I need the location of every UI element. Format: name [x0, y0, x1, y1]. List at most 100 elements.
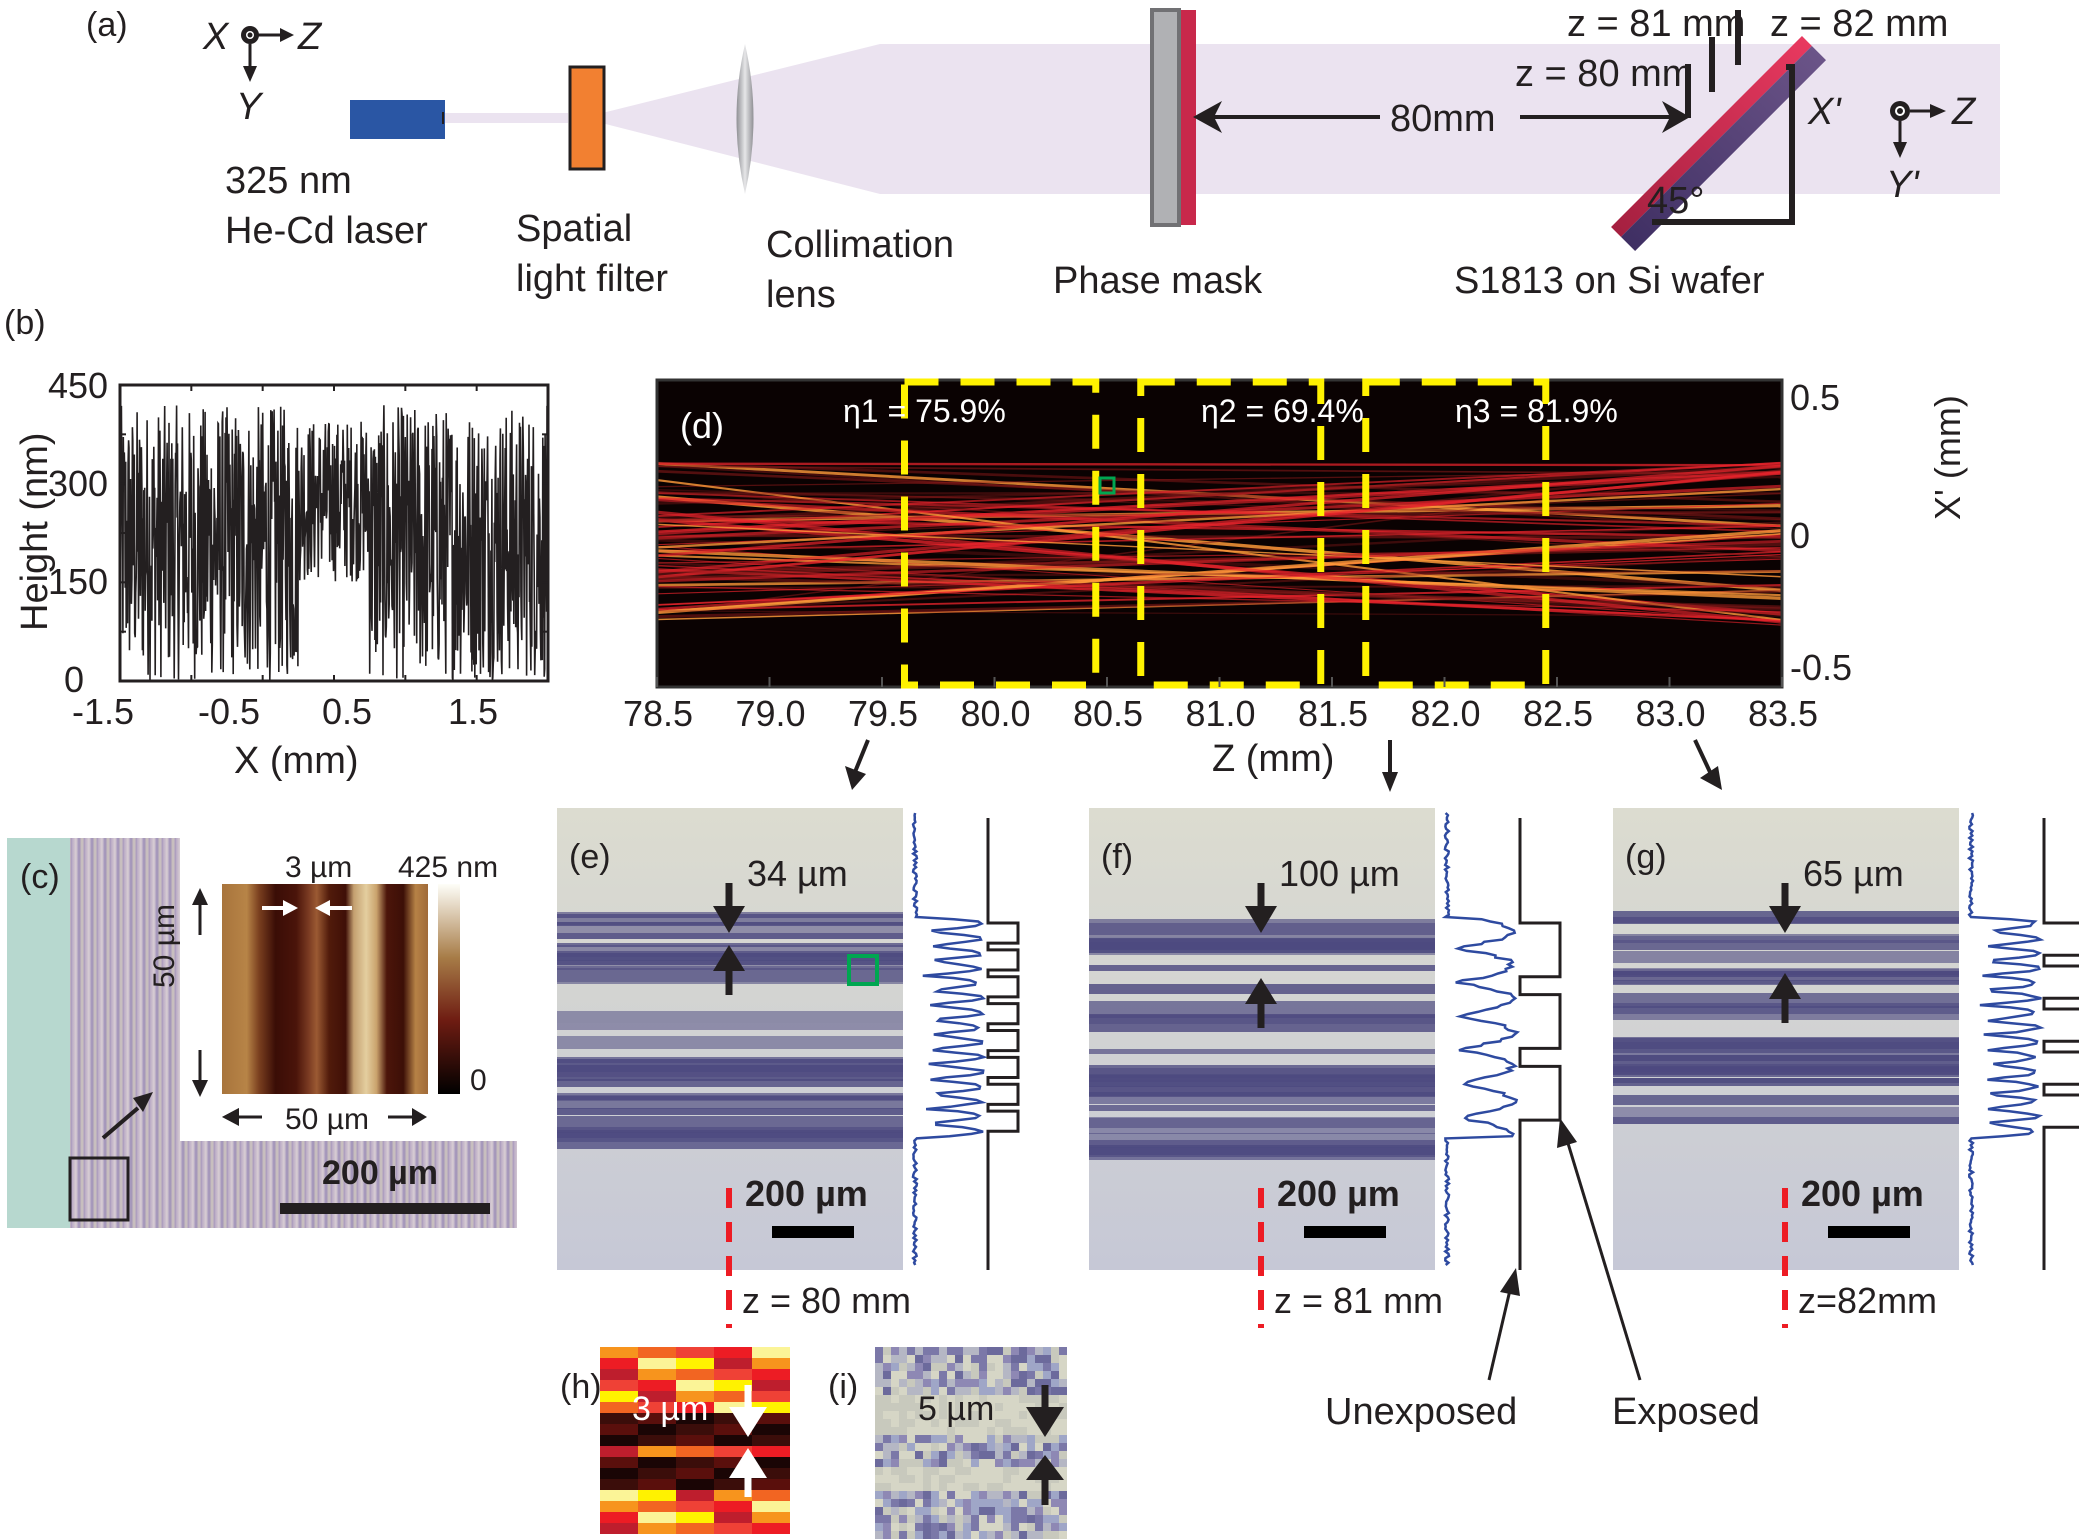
pixel-cell — [939, 1515, 947, 1523]
pixel-cell — [979, 1515, 987, 1523]
pixel-cell — [963, 1491, 971, 1499]
pixel-cell — [939, 1379, 947, 1387]
pixel-cell — [1035, 1379, 1043, 1387]
pixel-cell — [638, 1413, 676, 1424]
pixel-cell — [1059, 1395, 1067, 1403]
pixel-cell — [939, 1467, 947, 1475]
pixel-cell — [1011, 1387, 1019, 1395]
pixel-cell — [923, 1459, 931, 1467]
pixel-cell — [1027, 1451, 1035, 1459]
pixel-cell — [891, 1459, 899, 1467]
pixel-cell — [907, 1387, 915, 1395]
filter-label-1: Spatial — [516, 208, 633, 250]
gap-arrow-up-head — [713, 945, 745, 971]
pixel-cell — [899, 1387, 907, 1395]
pixel-cell — [955, 1435, 963, 1443]
pixel-cell — [939, 1459, 947, 1467]
pixel-cell — [1059, 1387, 1067, 1395]
pixel-cell — [947, 1459, 955, 1467]
pixel-cell — [931, 1387, 939, 1395]
lens-label-1: Collimation — [766, 224, 954, 266]
pixel-cell — [979, 1467, 987, 1475]
pixel-cell — [939, 1443, 947, 1451]
panel-i-micrograph-crop — [875, 1347, 1067, 1539]
pixel-cell — [600, 1435, 638, 1446]
exposed-stripe — [1089, 1075, 1435, 1082]
pixel-cell — [995, 1403, 1003, 1411]
pixel-cell — [752, 1468, 790, 1479]
pixel-cell — [1027, 1531, 1035, 1539]
panel_f-label: (f) — [1101, 838, 1134, 876]
pixel-cell — [752, 1391, 790, 1402]
afm-colorbar-min: 0 — [470, 1064, 487, 1097]
pixel-cell — [1003, 1459, 1011, 1467]
pixel-cell — [1035, 1387, 1043, 1395]
pixel-cell — [955, 1459, 963, 1467]
pixel-cell — [638, 1457, 676, 1468]
pixel-cell — [891, 1427, 899, 1435]
pixel-cell — [1011, 1499, 1019, 1507]
pixel-cell — [883, 1403, 891, 1411]
pixel-cell — [915, 1411, 923, 1419]
xtick-d-label: 82.0 — [1410, 693, 1481, 734]
pixel-cell — [899, 1363, 907, 1371]
pixel-cell — [638, 1347, 676, 1358]
pixel-cell — [1027, 1387, 1035, 1395]
pixel-cell — [923, 1467, 931, 1475]
pixel-cell — [963, 1499, 971, 1507]
pixel-cell — [939, 1363, 947, 1371]
exposed-stripe — [557, 1057, 903, 1072]
pixel-cell — [1011, 1451, 1019, 1459]
pixel-cell — [600, 1490, 638, 1501]
pixel-cell — [714, 1446, 752, 1457]
light-ray — [656, 462, 1783, 517]
intensity-map-chart — [655, 378, 1784, 689]
xtick-d-label: 83.5 — [1748, 693, 1819, 734]
pixel-cell — [891, 1443, 899, 1451]
light-ray — [656, 462, 1783, 467]
laser-source — [350, 100, 445, 139]
pixel-cell — [1027, 1443, 1035, 1451]
exposed-stripe — [1089, 1086, 1435, 1104]
pixel-cell — [676, 1490, 714, 1501]
pixel-cell — [600, 1391, 638, 1402]
pixel-cell — [1043, 1515, 1051, 1523]
pixel-cell — [1011, 1435, 1019, 1443]
pixel-cell — [676, 1523, 714, 1534]
pixel-cell — [875, 1515, 883, 1523]
pixel-cell — [915, 1483, 923, 1491]
pixel-cell — [714, 1457, 752, 1468]
pixel-cell — [875, 1459, 883, 1467]
pixel-cell — [891, 1355, 899, 1363]
pixel-cell — [638, 1523, 676, 1534]
zoom-region-marker — [847, 954, 879, 986]
pixel-cell — [995, 1467, 1003, 1475]
pixel-cell — [676, 1446, 714, 1457]
light-ray — [656, 538, 1783, 589]
pixel-cell — [1019, 1403, 1027, 1411]
panel-i-label: (i) — [828, 1368, 859, 1406]
exposed-stripe — [557, 1022, 903, 1030]
pixel-cell — [1059, 1491, 1067, 1499]
exposed-stripe — [557, 1035, 903, 1050]
pixel-cell — [947, 1403, 955, 1411]
pixel-cell — [907, 1483, 915, 1491]
pixel-cell — [1011, 1419, 1019, 1427]
pixel-cell — [891, 1531, 899, 1539]
pixel-cell — [979, 1475, 987, 1483]
pixel-cell — [883, 1443, 891, 1451]
pixel-cell — [1051, 1387, 1059, 1395]
pixel-cell — [971, 1459, 979, 1467]
pixel-cell — [955, 1499, 963, 1507]
pixel-cell — [1051, 1427, 1059, 1435]
pixel-cell — [1003, 1443, 1011, 1451]
light-ray — [656, 464, 1783, 558]
pixel-cell — [963, 1475, 971, 1483]
panel_f-gap-label: 100 µm — [1279, 853, 1400, 894]
pixel-cell — [915, 1507, 923, 1515]
pixel-cell — [931, 1355, 939, 1363]
pixel-cell — [676, 1501, 714, 1512]
pixel-cell — [907, 1379, 915, 1387]
pixel-cell — [1051, 1515, 1059, 1523]
pixel-cell — [875, 1395, 883, 1403]
